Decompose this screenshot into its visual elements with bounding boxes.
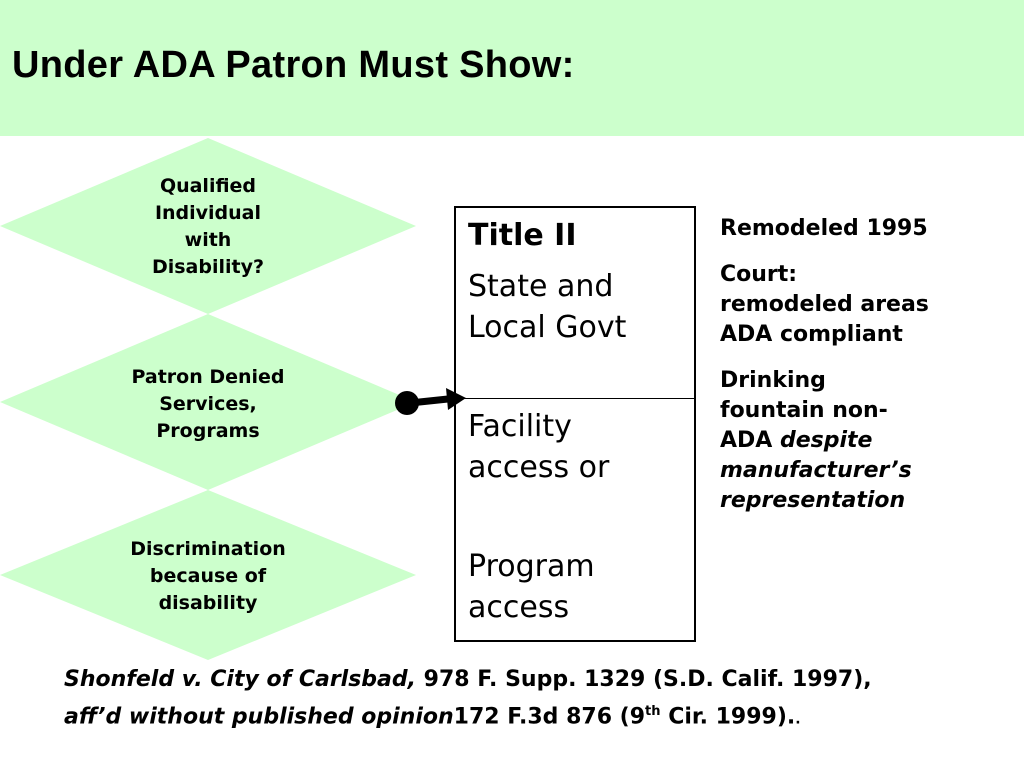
citation-affd: aff’d without published opinion [64, 704, 454, 730]
diamond-line: Individual [154, 202, 262, 224]
note-text: Court: [720, 262, 798, 287]
note-remodeled: Remodeled 1995 [720, 214, 929, 244]
diamond-line: Qualified [159, 175, 257, 197]
citation-line-1: Shonfeld v. City of Carlsbad, 978 F. Sup… [64, 664, 872, 696]
citation-ordinal: th [645, 704, 661, 719]
note-text: fountain non- [720, 398, 888, 423]
box-lower-line: access [468, 590, 570, 625]
diamond-label-denied: Patron Denied Services, Programs [98, 364, 318, 445]
diamond-denied [0, 314, 416, 490]
diamond-line: because of [149, 565, 267, 587]
citation-circuit: Cir. 1999). [660, 704, 796, 730]
note-italic: despite [779, 428, 873, 453]
note-text: Remodeled 1995 [720, 216, 928, 241]
case-notes: Remodeled 1995 Court: remodeled areas AD… [720, 214, 929, 532]
note-text: ADA [720, 428, 780, 453]
note-italic: manufacturer’s [720, 458, 912, 483]
box-subtitle-line: Local Govt [468, 310, 627, 345]
box-program-access: Program access [468, 546, 595, 628]
citation-appeal: 172 F.3d 876 (9 [453, 704, 646, 730]
diamond-discrimination [0, 490, 416, 660]
box-title: Title II [468, 218, 577, 253]
diamond-label-discrimination: Discrimination because of disability [98, 536, 318, 617]
note-text: ADA compliant [720, 322, 903, 347]
box-facility-access: Facility access or [468, 406, 609, 488]
diamond-qualified [0, 138, 416, 314]
title-banner [0, 0, 1024, 136]
connector-arrow-head [446, 388, 466, 410]
connector-dot [395, 391, 419, 415]
note-text: remodeled areas [720, 292, 929, 317]
note-court: Court: remodeled areas ADA compliant [720, 260, 929, 350]
case-citation: Shonfeld v. City of Carlsbad, 978 F. Sup… [64, 664, 872, 735]
citation-line-2: aff’d without published opinion172 F.3d … [64, 696, 872, 735]
box-lower-line: access or [468, 450, 610, 485]
trailing-dot: . [795, 711, 801, 728]
note-fountain: Drinking fountain non- ADA despite manuf… [720, 366, 929, 516]
citation-case-name: Shonfeld v. City of Carlsbad, [64, 667, 417, 692]
note-italic: representation [720, 488, 906, 513]
diamond-line: disability [158, 592, 258, 614]
box-divider [456, 398, 694, 399]
box-subtitle: State and Local Govt [468, 266, 626, 348]
diamond-line: Programs [156, 420, 260, 442]
title-ii-box: Title II State and Local Govt Facility a… [454, 206, 696, 642]
box-lower-line: Facility [468, 409, 572, 444]
page-title: Under ADA Patron Must Show: [12, 44, 575, 86]
diamond-label-qualified: Qualified Individual with Disability? [98, 173, 318, 281]
connector-arrow-shaft [409, 395, 449, 407]
box-subtitle-line: State and [468, 269, 614, 304]
citation-reporter: 978 F. Supp. 1329 (S.D. Calif. 1997), [416, 667, 872, 692]
diamond-line: Discrimination [130, 538, 286, 560]
note-text: Drinking [720, 368, 826, 393]
box-lower-line: Program [468, 549, 595, 584]
diamond-line: Services, [159, 393, 257, 415]
diamond-line: Patron Denied [131, 366, 285, 388]
diamond-line: Disability? [151, 256, 265, 278]
diamond-line: with [184, 229, 232, 251]
